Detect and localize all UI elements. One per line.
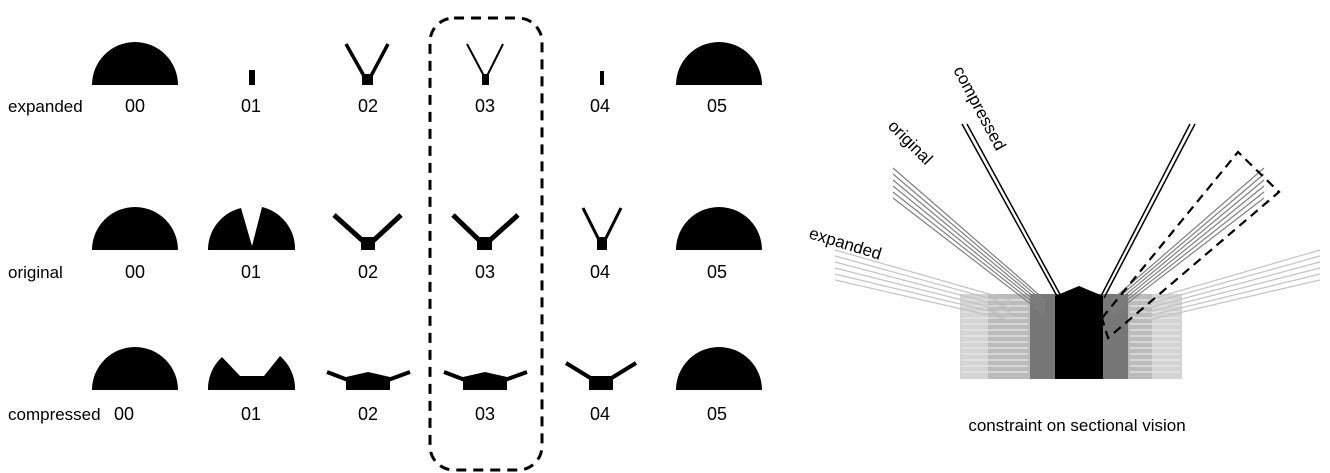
sectional-vision-fan: expanded original compressed constraint … [807,63,1321,435]
glyph-label-expanded-01: 01 [241,96,261,116]
glyph-compressed-00 [92,347,178,390]
glyph-label-original-05: 05 [707,262,727,282]
compressed-rays [961,123,1196,299]
glyph-label-compressed-02: 02 [358,404,378,424]
row-label-expanded: expanded [8,97,83,116]
dashed-ray-highlight [1100,150,1281,340]
glyph-compressed-02 [326,370,411,390]
glyph-compressed-04 [564,361,638,390]
expanded-rays [834,249,1321,321]
glyph-expanded-04 [600,71,604,85]
glyph-label-expanded-02: 02 [358,96,378,116]
glyph-label-compressed-04: 04 [590,404,610,424]
glyph-original-00 [92,207,178,250]
glyph-expanded-00 [92,42,178,85]
glyph-original-02 [332,213,403,250]
glyph-label-expanded-03: 03 [475,96,495,116]
glyph-compressed-01 [207,356,296,390]
glyph-original-01 [207,207,296,250]
glyph-label-compressed-01: 01 [241,404,261,424]
glyph-original-03 [451,213,520,250]
glyph-label-compressed-03: 03 [475,404,495,424]
row-label-original: original [8,263,63,282]
glyph-label-original-00: 00 [125,262,145,282]
glyph-compressed-03 [443,370,528,390]
central-section-block [1055,286,1103,379]
section-glyph-grid: expanded original compressed 00 01 02 03… [8,16,762,472]
glyph-label-expanded-04: 04 [590,96,610,116]
glyph-expanded-01 [249,70,255,85]
glyph-expanded-03 [466,43,504,85]
original-rays [892,167,1265,316]
fan-label-expanded: expanded [807,224,884,264]
glyph-label-original-04: 04 [590,262,610,282]
glyph-label-compressed-05: 05 [707,404,727,424]
glyph-label-original-03: 03 [475,262,495,282]
glyph-original-05 [676,207,762,250]
glyph-label-compressed-00: 00 [114,404,134,424]
row-original: 00 01 02 03 04 05 [92,207,762,282]
row-label-compressed: compressed [8,405,101,424]
glyph-label-original-01: 01 [241,262,261,282]
section-caption: constraint on sectional vision [968,416,1185,435]
row-expanded: 00 01 02 03 04 05 [92,42,762,116]
glyph-compressed-05 [676,347,762,390]
glyph-expanded-02 [344,43,390,85]
row-compressed: 00 01 02 03 04 05 [92,347,762,424]
fan-label-compressed: compressed [949,63,1009,154]
glyph-original-04 [581,207,623,250]
glyph-expanded-05 [676,42,762,85]
glyph-label-original-02: 02 [358,262,378,282]
glyph-label-expanded-00: 00 [125,96,145,116]
fan-label-original: original [884,116,936,168]
glyph-label-expanded-05: 05 [707,96,727,116]
